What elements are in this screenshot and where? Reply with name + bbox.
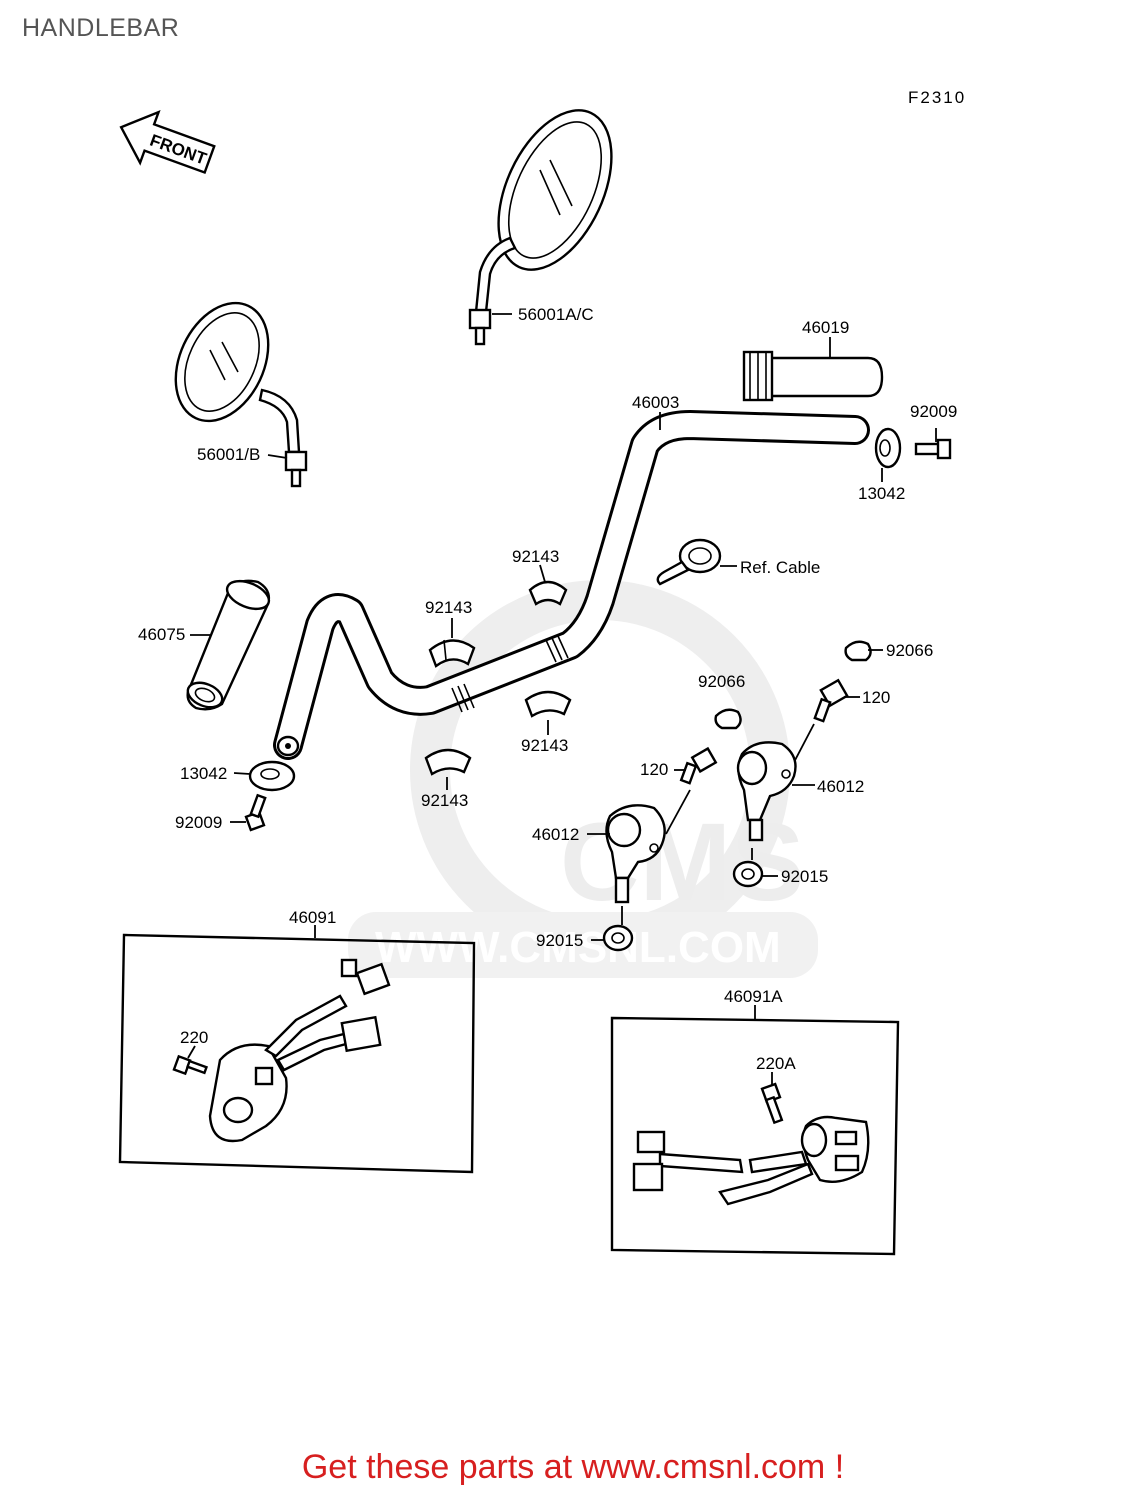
label-nut-2: 92015 <box>536 931 583 950</box>
label-weight-left: 13042 <box>180 764 227 783</box>
label-screw-left: 220 <box>180 1028 208 1047</box>
holder-1-icon <box>736 741 797 842</box>
label-weight-right: 13042 <box>858 484 905 503</box>
mirror-right-icon <box>174 301 308 488</box>
left-grip-icon <box>186 579 271 711</box>
label-damper-1: 92143 <box>512 547 559 566</box>
switch-right-frame <box>610 1016 900 1256</box>
bolt-left-icon <box>244 793 267 832</box>
weight-left-icon <box>248 760 296 792</box>
page-title: HANDLEBAR <box>22 14 180 42</box>
label-mirror-left: 56001A/C <box>518 305 594 324</box>
part-labels: 56001A/C 56001/B 46019 46003 92009 13042… <box>138 305 957 1073</box>
footer-parts-link[interactable]: Get these parts at www.cmsnl.com ! <box>301 1448 845 1486</box>
label-holder-1: 46012 <box>817 777 864 796</box>
watermark-url: WWW.CMSNL.COM <box>375 923 781 972</box>
label-screw-right: 220A <box>756 1054 796 1073</box>
screw-left-icon <box>172 1054 209 1076</box>
label-cap-1: 92066 <box>886 641 933 660</box>
screw-right-icon <box>760 1082 784 1125</box>
label-bolt-2: 120 <box>640 760 668 779</box>
damper-4-icon <box>424 748 472 776</box>
bolt-right-icon <box>914 438 952 460</box>
nut-2-icon <box>602 924 634 952</box>
label-bolt-right: 92009 <box>910 402 957 421</box>
damper-1-icon <box>528 580 568 606</box>
watermark-logo-text: CMS <box>560 801 804 924</box>
label-grip-throttle: 46019 <box>802 318 849 337</box>
bolt-2-icon <box>679 746 718 785</box>
label-damper-3: 92143 <box>521 736 568 755</box>
throttle-grip-icon <box>742 350 884 402</box>
label-grip-left: 46075 <box>138 625 185 644</box>
label-handlebar: 46003 <box>632 393 679 412</box>
front-arrow-icon: FRONT <box>119 109 216 175</box>
damper-2-icon <box>428 639 476 668</box>
cap-2-icon <box>714 708 742 730</box>
label-damper-4: 92143 <box>421 791 468 810</box>
nut-1-icon <box>732 860 764 888</box>
cable-clamp-icon <box>656 538 722 586</box>
label-switch-left: 46091 <box>289 908 336 927</box>
bolt-1-icon <box>813 678 849 723</box>
damper-3-icon <box>524 690 572 718</box>
label-mirror-right: 56001/B <box>197 445 260 464</box>
switch-left-frame <box>118 933 476 1174</box>
watermark-band <box>348 912 818 978</box>
label-switch-right: 46091A <box>724 987 783 1006</box>
label-cap-2: 92066 <box>698 672 745 691</box>
holder-2-icon <box>605 804 666 904</box>
cap-1-icon <box>844 640 872 662</box>
label-nut-1: 92015 <box>781 867 828 886</box>
diagram-code: F2310 <box>908 88 966 107</box>
mirror-left-icon <box>468 109 613 346</box>
label-bolt-1: 120 <box>862 688 890 707</box>
switch-left-icon <box>208 958 391 1143</box>
handlebar-icon <box>273 410 870 760</box>
label-damper-2: 92143 <box>425 598 472 617</box>
weight-right-icon <box>874 427 902 469</box>
switch-right-icon <box>632 1115 870 1206</box>
label-bolt-left: 92009 <box>175 813 222 832</box>
label-cable-ref: Ref. Cable <box>740 558 820 577</box>
label-holder-2: 46012 <box>532 825 579 844</box>
